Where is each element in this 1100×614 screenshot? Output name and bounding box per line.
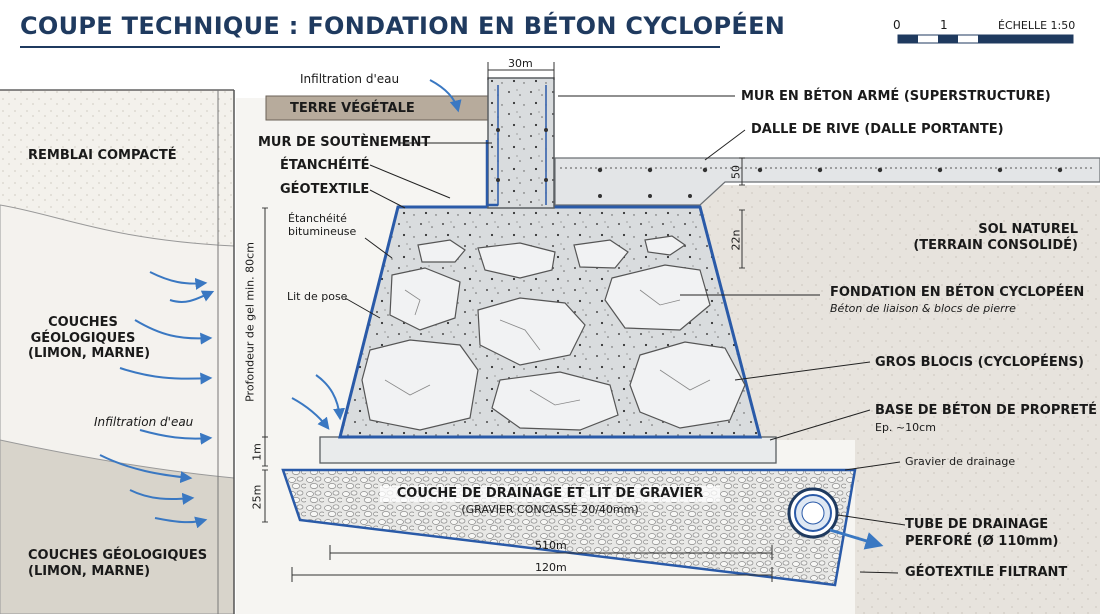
label-infiltration-top: Infiltration d'eau xyxy=(300,72,400,86)
scale-bar xyxy=(897,34,1074,44)
dim-footing-width: 510m xyxy=(535,539,567,552)
label-etancheite-bitumineuse: Étanchéité bitumineuse xyxy=(288,212,357,239)
label-mur-soutenement: MUR DE SOUTÈNEMENT xyxy=(258,135,431,150)
label-base-sub: Ep. ~10cm xyxy=(875,421,936,434)
label-fondation-title: FONDATION EN BÉTON CYCLOPÉEN xyxy=(830,285,1085,300)
boulders xyxy=(361,235,746,431)
label-couche-drainage-sub: (GRAVIER CONCASSÉ 20/40mm) xyxy=(461,503,639,516)
dim-base-height: 1m xyxy=(250,443,264,461)
leader-lines xyxy=(344,95,906,574)
scale-label: ÉCHELLE 1:50 xyxy=(998,19,1076,32)
dim-footing-upper: 22n xyxy=(729,229,743,251)
label-couche-drainage-title: COUCHE DE DRAINAGE ET LIT DE GRAVIER xyxy=(380,486,720,502)
label-tube-title: TUBE DE DRAINAGE xyxy=(905,517,1049,532)
reinforced-wall xyxy=(487,77,555,209)
label-couches-bottom: COUCHES GÉOLOGIQUES (LIMON, MARNE) xyxy=(28,548,208,579)
dim-slab: 50 xyxy=(729,165,743,179)
page-title: COUPE TECHNIQUE : FONDATION EN BÉTON CYC… xyxy=(20,12,786,40)
label-lit-de-pose: Lit de pose xyxy=(287,290,348,303)
label-etancheite: ÉTANCHÉITÉ xyxy=(280,158,370,173)
label-gravier-drainage: Gravier de drainage xyxy=(905,455,1016,468)
label-remblai: REMBLAI COMPACTÉ xyxy=(28,148,177,163)
label-geotextile-filtrant: GÉOTEXTILE FILTRANT xyxy=(905,565,1068,580)
natural-soil xyxy=(700,185,1100,614)
label-geotextile: GÉOTEXTILE xyxy=(280,182,370,197)
label-infiltration-left: Infiltration d'eau xyxy=(94,415,194,429)
dim-total-width: 120m xyxy=(535,561,567,574)
title-underline xyxy=(20,46,720,48)
label-tube-sub: PERFORÉ (Ø 110mm) xyxy=(905,534,1059,549)
blinding-concrete-base xyxy=(319,436,777,464)
scale-tick-1: 1 xyxy=(940,18,948,32)
label-sol-naturel: SOL NATUREL (TERRAIN CONSOLIDÉ) xyxy=(913,222,1078,253)
edge-slab xyxy=(554,157,1100,206)
scale-tick-0: 0 xyxy=(893,18,901,32)
dimension-lines xyxy=(262,62,773,582)
label-fondation-sub: Béton de liaison & blocs de pierre xyxy=(830,302,1016,315)
label-terre-vegetale: TERRE VÉGÉTALE xyxy=(290,101,415,116)
dim-wall-width: 30m xyxy=(508,57,533,70)
label-mur-beton-arme: MUR EN BÉTON ARMÉ (SUPERSTRUCTURE) xyxy=(741,89,1051,104)
water-arrows xyxy=(99,79,462,529)
label-profondeur-gel: Profondeur de gel min. 80cm xyxy=(243,242,257,402)
label-base-title: BASE DE BÉTON DE PROPRETÉ xyxy=(875,403,1098,418)
label-couches-mid: COUCHES GÉOLOGIQUES (LIMON, MARNE) xyxy=(28,315,151,362)
label-gros-blocis: GROS BLOCIS (CYCLOPÉENS) xyxy=(875,355,1084,370)
slab-rebar xyxy=(597,167,1063,198)
dim-drain-height: 25m xyxy=(250,484,264,510)
label-dalle-rive: DALLE DE RIVE (DALLE PORTANTE) xyxy=(751,122,1004,137)
